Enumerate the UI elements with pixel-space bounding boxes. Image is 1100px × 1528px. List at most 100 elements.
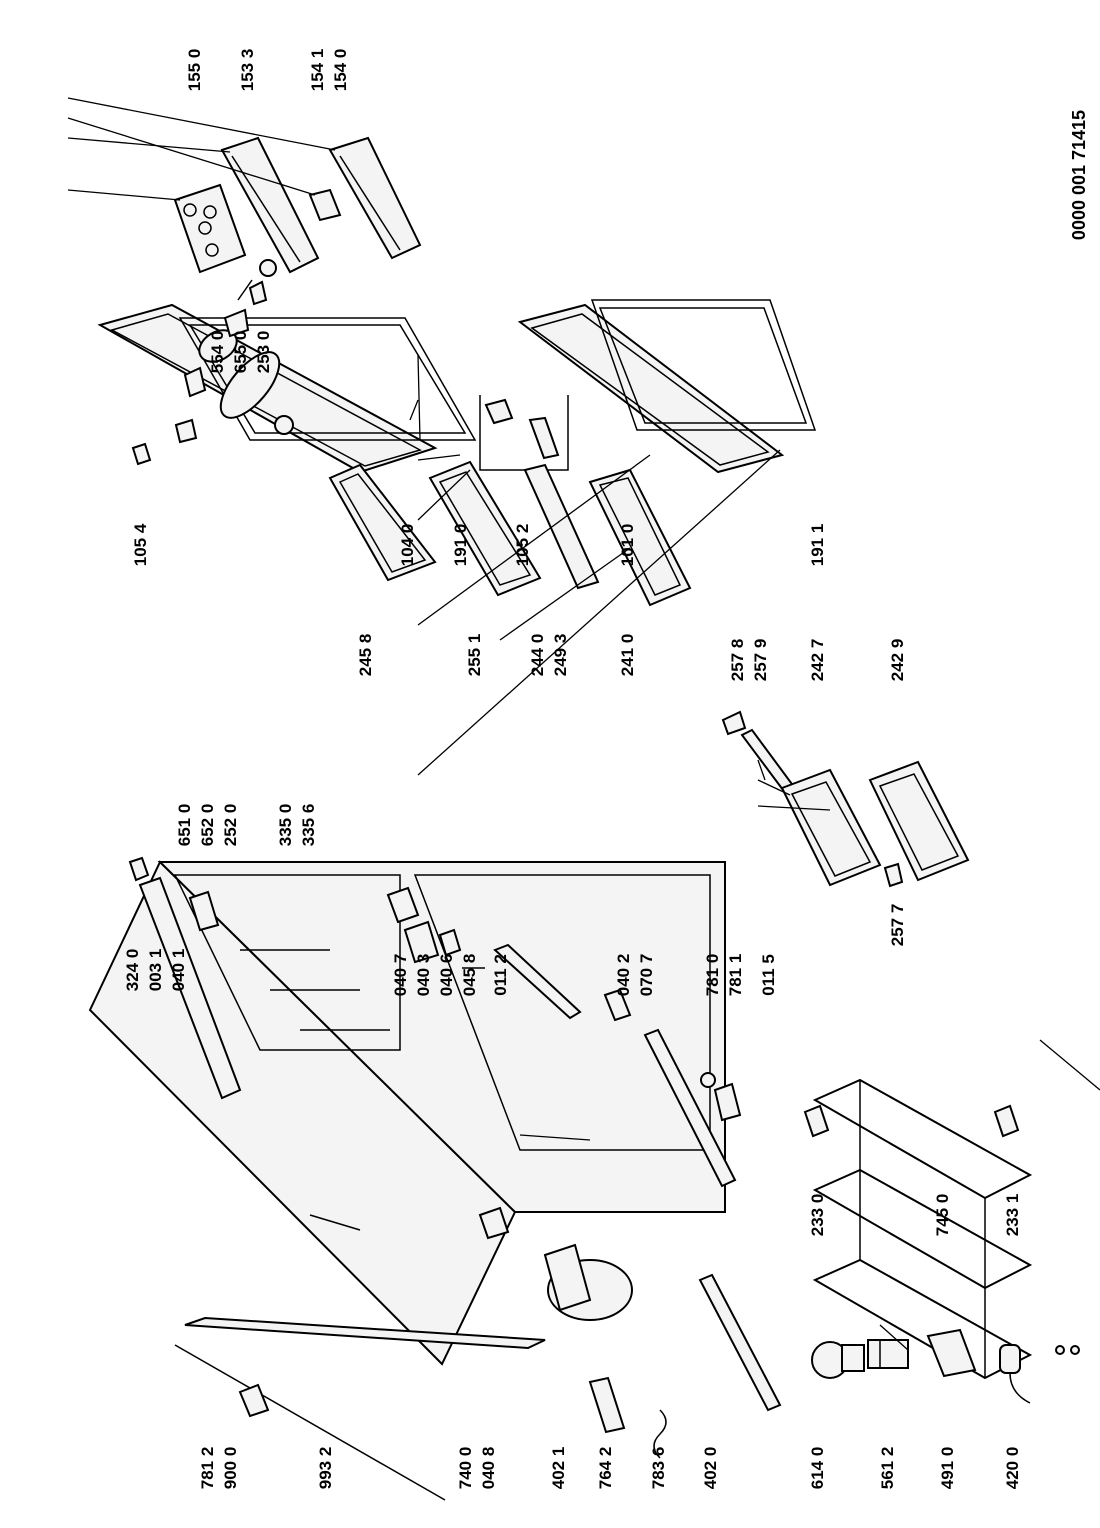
glass-shelf-frame [428,460,542,597]
crisper-divider-clip [721,710,747,736]
label-0115: 011 5 [759,954,778,996]
crisper-cover [588,468,692,607]
bottle-holder [308,188,342,222]
label-3356: 335 6 [299,804,318,847]
dryer-filter [588,1376,626,1434]
label-0403: 040 3 [414,954,433,997]
capillary-tube [653,1409,667,1459]
label-6550: 655 0 [231,331,250,374]
label-2410: 241 0 [618,634,637,677]
label-9000: 900 0 [221,1447,240,1490]
capacitor [999,1344,1031,1404]
label-1054: 105 4 [131,523,150,566]
label-7836: 783 6 [649,1447,668,1490]
label-2530: 253 0 [254,331,273,374]
label-3350: 335 0 [276,804,295,847]
label-4021: 402 1 [549,1447,568,1490]
label-6510: 651 0 [175,804,194,847]
egg-tray [173,183,247,274]
kick-plate [643,1028,737,1188]
hinge-kit-box [479,395,569,471]
label-1540: 154 0 [331,49,350,92]
part-number-labels: 155 0 153 3 154 1 154 0 105 4 104 0 191 … [123,49,1022,1490]
label-1533: 153 3 [238,49,257,92]
compressor-bracket [478,1206,510,1240]
label-2429: 242 9 [888,639,907,682]
door-shelf-lower [328,136,422,260]
label-1911: 191 1 [808,524,827,567]
label-0707: 070 7 [637,954,656,997]
label-2579: 257 9 [751,639,770,682]
top-hinge [188,890,220,932]
condenser [184,1316,546,1350]
grill-clip-bottom [993,1104,1020,1138]
cabinet-top-trim [138,876,242,1100]
crisper-drawer-upper [780,768,882,887]
bottom-hinge [603,988,632,1022]
grill-clip-top [803,1104,830,1138]
label-2458: 245 8 [356,634,375,677]
label-0031: 003 1 [146,949,165,992]
label-9932: 993 2 [316,1447,335,1490]
leader-lines [67,97,1100,1351]
crisper-clip [883,862,904,888]
label-2330: 233 0 [808,1194,827,1237]
label-4020: 402 0 [701,1447,720,1490]
label-0408: 040 8 [479,1447,498,1490]
label-2331: 233 1 [1003,1194,1022,1237]
top-hinge-cover [128,856,150,882]
label-0407: 040 7 [391,954,410,997]
label-1541: 154 1 [308,49,327,92]
label-7450: 745 0 [933,1194,952,1237]
thermostat-lamp-assembly [174,259,294,444]
label-1052: 105 2 [513,524,532,567]
label-7812: 781 2 [198,1447,217,1490]
door-shelf-upper [220,136,320,274]
label-0458: 045 8 [460,954,479,997]
label-7400: 740 0 [456,1447,475,1490]
freezer-door-gasket [590,299,817,431]
clamp [238,1383,270,1418]
label-2520: 252 0 [221,804,240,847]
label-7642: 764 2 [596,1447,615,1490]
thermostat-sensor [309,1214,361,1231]
label-4200: 420 0 [1003,1447,1022,1490]
document-number: 0000 001 71415 [1069,110,1089,240]
middle-hinge-assembly [386,886,485,969]
label-6140: 614 0 [808,1447,827,1490]
label-7810: 781 0 [703,954,722,997]
label-7811: 781 1 [726,954,745,997]
drain-pipe [174,1344,446,1501]
label-1040: 104 0 [398,524,417,567]
label-2427: 242 7 [808,639,827,682]
screws [1055,1345,1080,1355]
glass-plate [523,463,600,590]
label-0112: 011 2 [491,954,510,996]
crisper-drawer-lower [868,760,970,882]
label-2551: 255 1 [465,634,484,677]
condenser-grill [812,1078,1033,1380]
overload-protector [867,1339,909,1369]
label-0401: 040 1 [169,949,188,992]
label-1010: 101 0 [618,524,637,567]
label-5612: 561 2 [878,1447,897,1490]
compressor [543,1243,633,1321]
label-3240: 324 0 [123,949,142,992]
label-0406: 040 6 [437,954,456,997]
label-0402: 040 2 [614,954,633,997]
terminal-cover [926,1328,977,1378]
label-1550: 155 0 [185,49,204,92]
hinge-cover-strip-upper [493,943,582,1020]
label-1910: 191 0 [451,524,470,567]
relay [811,1341,865,1379]
label-2578: 257 8 [728,639,747,682]
label-6520: 652 0 [198,804,217,847]
label-4910: 491 0 [938,1447,957,1490]
label-5540: 554 0 [208,331,227,374]
label-2577: 257 7 [888,904,907,947]
label-2440: 244 0 [528,634,547,677]
door-hinge-top [131,442,152,466]
hinge-cover-strip-lower [698,1273,782,1412]
freezer-door [517,303,785,474]
